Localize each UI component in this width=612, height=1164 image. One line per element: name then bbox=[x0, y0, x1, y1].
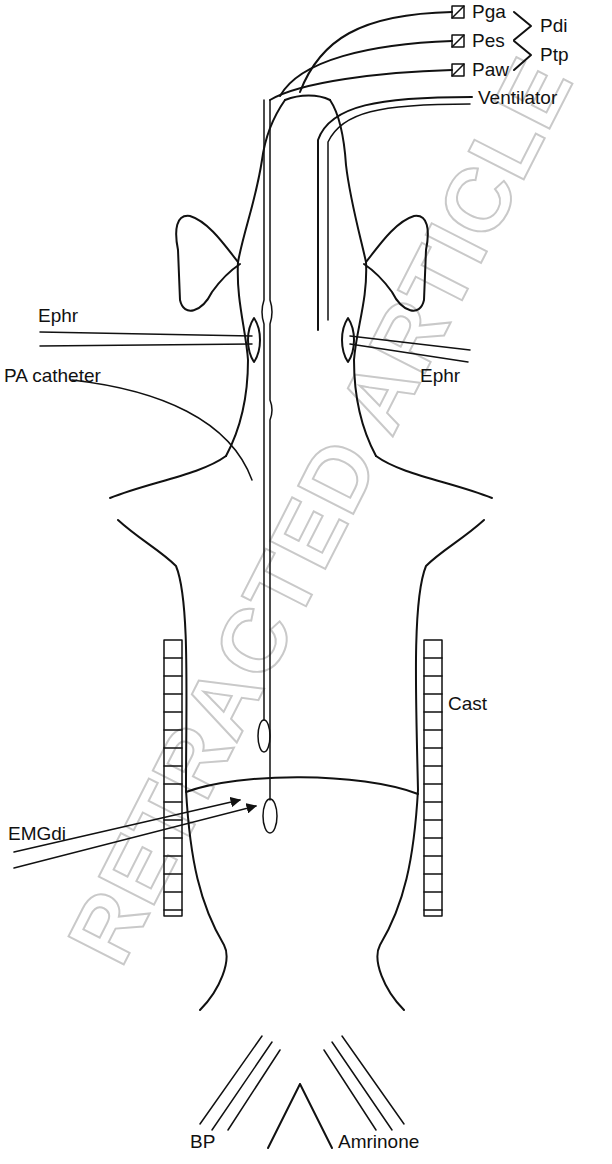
difference-bracket bbox=[514, 12, 531, 40]
derived-pressure: Ptp bbox=[540, 45, 569, 66]
electrode-label: Ephr bbox=[420, 366, 460, 387]
electrode-label: Ephr bbox=[38, 306, 78, 327]
catheter-label: PA catheter bbox=[4, 366, 101, 387]
body-outline bbox=[376, 456, 492, 498]
body-outline bbox=[110, 456, 226, 498]
line-label: BP bbox=[190, 1132, 215, 1153]
device-label: Ventilator bbox=[478, 88, 557, 109]
balloon-catheter bbox=[258, 100, 277, 833]
head-outline bbox=[226, 100, 285, 456]
ventilator-tube bbox=[328, 104, 470, 320]
hind-limb bbox=[268, 1084, 332, 1148]
part-label: Cast bbox=[448, 694, 487, 715]
head-outline bbox=[330, 100, 376, 456]
pressure-line bbox=[300, 12, 452, 92]
phrenic-electrode bbox=[40, 318, 470, 362]
body-outline bbox=[118, 520, 227, 1010]
signal-label: EMGdi bbox=[8, 824, 66, 845]
pa-catheter bbox=[72, 380, 252, 480]
pressure-label: Paw bbox=[472, 60, 509, 81]
pressure-label: Pga bbox=[472, 2, 506, 23]
drug-catheter bbox=[324, 1050, 376, 1130]
difference-bracket bbox=[514, 41, 531, 70]
derived-pressure: Pdi bbox=[540, 16, 567, 37]
snout bbox=[285, 96, 330, 101]
pressure-line bbox=[280, 41, 452, 96]
bp-catheter bbox=[200, 1036, 272, 1130]
ear bbox=[176, 216, 240, 311]
transducer bbox=[452, 6, 464, 76]
ear bbox=[364, 216, 428, 311]
watermark: RETRACTED ARTICLE bbox=[53, 44, 587, 976]
bp-catheter bbox=[228, 1050, 280, 1130]
drug-catheter bbox=[332, 1036, 404, 1130]
diaphragm bbox=[186, 777, 418, 794]
line-label: Amrinone bbox=[338, 1132, 419, 1153]
cast bbox=[164, 640, 442, 916]
body-outline bbox=[377, 520, 484, 1010]
pressure-label: Pes bbox=[472, 31, 505, 52]
pressure-line bbox=[270, 70, 452, 100]
